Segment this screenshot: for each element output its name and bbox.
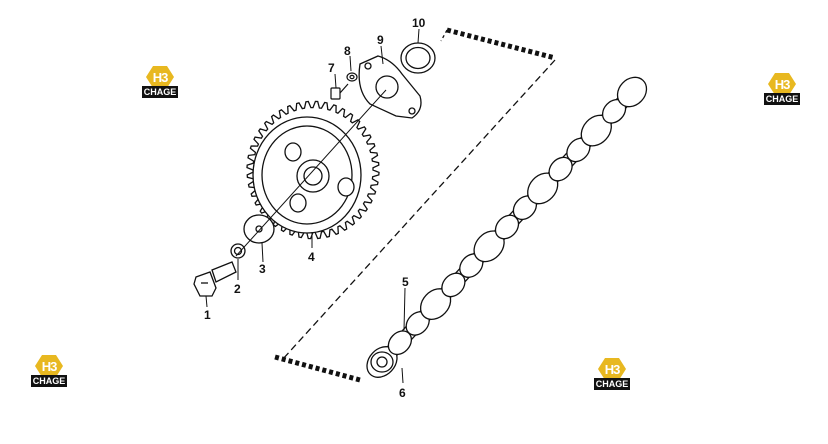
leader-lines	[205, 28, 420, 384]
oil-seal-part	[400, 42, 436, 74]
brand-hex-icon	[598, 358, 626, 380]
callout-4: 4	[308, 250, 315, 264]
callout-9: 9	[377, 33, 384, 47]
callout-10: 10	[412, 16, 426, 30]
brand-wordmark: CHAGE	[142, 86, 178, 98]
brand-mark: H3	[604, 362, 621, 377]
brand-mark: H3	[152, 70, 169, 85]
small-bolt-part	[330, 72, 358, 100]
brand-hex-icon	[768, 73, 796, 95]
callout-6: 6	[399, 386, 406, 400]
brand-mark: H3	[41, 359, 58, 374]
callout-3: 3	[259, 262, 266, 276]
callout-7: 7	[328, 61, 335, 75]
brand-wordmark: CHAGE	[594, 378, 630, 390]
gear-axis-line	[235, 89, 387, 257]
timing-gear-part	[246, 100, 380, 240]
brand-logo: H3 CHAGE	[594, 358, 630, 390]
callout-1: 1	[204, 308, 211, 322]
brand-hex-icon	[35, 355, 63, 377]
brand-wordmark: CHAGE	[764, 93, 800, 105]
brand-logo: H3 CHAGE	[31, 355, 67, 387]
lock-washer-part	[230, 243, 246, 259]
callout-labels: 1 2 3 4 5 6 7 8 9 10	[204, 16, 426, 400]
bolt-part	[193, 261, 237, 297]
callout-5: 5	[402, 275, 409, 289]
camshaft-part	[366, 76, 648, 378]
brand-mark: H3	[774, 77, 791, 92]
brand-logo: H3 CHAGE	[764, 73, 800, 105]
brand-logo: H3 CHAGE	[142, 66, 178, 98]
brand-wordmark: CHAGE	[31, 375, 67, 387]
callout-2: 2	[234, 282, 241, 296]
brand-hex-icon	[146, 66, 174, 88]
assembly-boundary	[274, 27, 556, 383]
callout-8: 8	[344, 44, 351, 58]
